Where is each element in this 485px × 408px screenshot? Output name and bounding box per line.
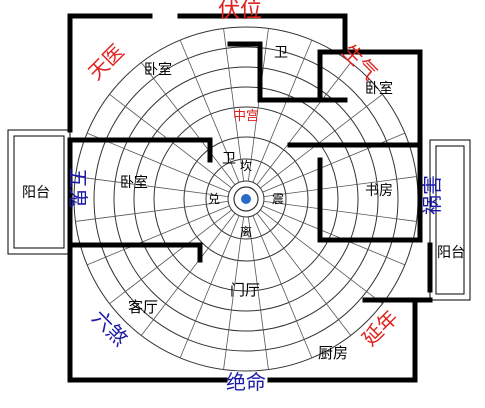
compass-spoke <box>223 216 245 370</box>
compass-spoke <box>223 28 245 182</box>
room-balcony-right: 阳台 <box>437 245 465 261</box>
hub-south: 离 <box>240 225 253 239</box>
compass-spoke <box>260 93 383 189</box>
balconies <box>7 129 471 301</box>
compass-spoke <box>262 205 406 266</box>
ring-2 <box>183 136 309 262</box>
compass-spoke <box>140 213 236 336</box>
compass-spoke <box>75 200 229 222</box>
room-foyer: 门厅 <box>230 281 261 299</box>
ring-core <box>227 180 265 218</box>
wall-living-top <box>67 242 203 263</box>
balcony-right-frame <box>429 139 471 301</box>
compass-spoke <box>252 39 313 183</box>
ring-3 <box>153 106 339 292</box>
compass-spoke <box>140 62 236 185</box>
room-bath-mid: 卫 <box>222 151 236 167</box>
compass-spoke <box>256 62 352 185</box>
compass-spoke <box>75 176 229 198</box>
room-bedroom-left: 卧室 <box>120 175 148 191</box>
compass-spoke <box>179 39 240 183</box>
compass-center <box>233 186 259 212</box>
balcony-right-inner <box>435 145 465 295</box>
sector-top: 伏位 <box>218 0 263 23</box>
hub-north: 坎 <box>240 159 253 173</box>
compass-spoke <box>86 132 230 193</box>
compass-spoke <box>247 216 269 370</box>
wall-mid-left <box>67 137 213 163</box>
compass-spoke <box>256 213 352 336</box>
wall-right-bedroom <box>317 49 423 143</box>
hub-center-word: 中宫 <box>233 109 260 124</box>
balcony-left-frame <box>7 129 71 255</box>
room-study: 书房 <box>365 183 393 199</box>
room-balcony-left: 阳台 <box>22 185 50 201</box>
sector-left: 五鬼 <box>66 168 90 208</box>
compass-spoke <box>260 209 383 305</box>
hub-east: 震 <box>272 192 285 206</box>
balcony-left-inner <box>13 135 65 249</box>
room-kitchen: 厨房 <box>318 344 349 362</box>
sector-bottom: 绝命 <box>226 370 266 394</box>
floor-walls <box>67 13 433 383</box>
ring-6 <box>93 46 399 352</box>
hub-west: 兑 <box>208 192 221 206</box>
compass-spoke <box>252 215 313 359</box>
room-bedroom-top: 卧室 <box>144 62 172 78</box>
compass-spoke <box>263 200 417 222</box>
sector-right: 祸害 <box>420 175 444 215</box>
compass-spoke <box>179 215 240 359</box>
compass-spokes <box>75 28 417 370</box>
center-pin <box>241 194 251 204</box>
compass-spoke <box>109 209 232 305</box>
wall-bath-top <box>227 41 323 103</box>
compass-spoke <box>86 205 230 266</box>
room-living: 客厅 <box>128 298 159 316</box>
room-bedroom-right: 卧室 <box>365 81 393 97</box>
ring-4 <box>133 86 359 312</box>
wall-study <box>312 142 423 243</box>
ring-1 <box>205 158 287 240</box>
ring-5 <box>113 66 379 332</box>
compass-spoke <box>263 176 417 198</box>
compass-spoke <box>247 28 269 182</box>
room-bath-top: 卫 <box>274 45 288 61</box>
